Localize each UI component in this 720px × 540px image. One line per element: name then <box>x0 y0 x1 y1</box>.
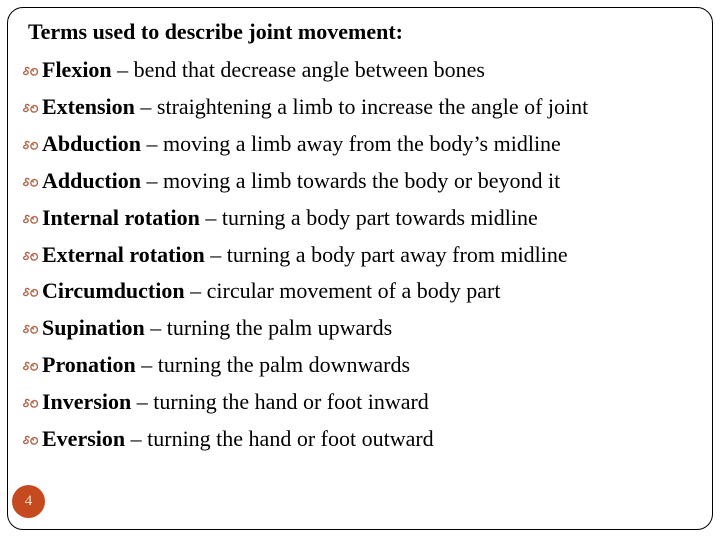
double-curl-bullet-icon <box>21 89 42 126</box>
separator: – <box>141 130 164 156</box>
slide-title: Terms used to describe joint movement: <box>28 19 403 44</box>
double-curl-bullet-icon <box>21 237 42 274</box>
term-definition: turning the palm downwards <box>157 352 411 378</box>
term-name: Flexion <box>42 57 112 82</box>
term-name: Pronation <box>42 352 136 378</box>
term-name: External rotation <box>42 241 205 267</box>
list-item: Extension – straightening a limb to incr… <box>21 89 708 126</box>
term-definition: moving a limb towards the body or beyond… <box>163 167 561 193</box>
separator: – <box>111 57 134 82</box>
term-name: Adduction <box>42 167 142 193</box>
double-curl-bullet-icon <box>21 126 42 163</box>
double-curl-bullet-icon <box>21 52 42 89</box>
term-name: Eversion <box>42 426 126 452</box>
separator: – <box>144 315 167 341</box>
double-curl-bullet-icon <box>21 273 42 310</box>
term-definition: turning a body part away from midline <box>226 241 568 267</box>
double-curl-bullet-icon <box>21 200 42 237</box>
separator: – <box>141 167 164 193</box>
list-item: Flexion – bend that decrease angle betwe… <box>21 52 708 89</box>
separator: – <box>131 389 154 415</box>
double-curl-bullet-icon <box>21 163 42 200</box>
list-item: Abduction – moving a limb away from the … <box>21 126 708 163</box>
separator: – <box>199 204 222 230</box>
term-definition: circular movement of a body part <box>206 278 501 304</box>
page-number: 4 <box>24 493 33 509</box>
double-curl-bullet-icon <box>21 310 42 347</box>
term-name: Supination <box>42 315 145 341</box>
separator: – <box>125 426 148 452</box>
double-curl-bullet-icon <box>21 421 42 458</box>
term-definition: turning the hand or foot outward <box>147 426 434 452</box>
term-definition: turning the palm upwards <box>166 315 393 341</box>
separator: – <box>134 93 157 119</box>
term-definition: straightening a limb to increase the ang… <box>156 93 589 119</box>
list-item: Adduction – moving a limb towards the bo… <box>21 163 708 200</box>
list-item: Internal rotation – turning a body part … <box>21 200 708 237</box>
term-name: Inversion <box>42 389 132 415</box>
term-definition: moving a limb away from the body’s midli… <box>163 130 561 156</box>
separator: – <box>184 278 207 304</box>
list-item: Circumduction – circular movement of a b… <box>21 273 708 310</box>
list-item: Supination – turning the palm upwards <box>21 310 708 347</box>
term-definition: turning the hand or foot inward <box>153 389 429 415</box>
separator: – <box>135 352 158 378</box>
page-number-badge: 4 <box>12 485 45 518</box>
list-item: Pronation – turning the palm downwards <box>21 347 708 384</box>
list-item: Eversion – turning the hand or foot outw… <box>21 421 708 458</box>
separator: – <box>204 241 227 267</box>
term-name: Extension <box>42 93 135 119</box>
term-name: Internal rotation <box>42 204 200 230</box>
term-name: Circumduction <box>42 278 185 304</box>
term-name: Abduction <box>42 130 142 156</box>
double-curl-bullet-icon <box>21 384 42 421</box>
double-curl-bullet-icon <box>21 347 42 384</box>
list-item: External rotation – turning a body part … <box>21 237 708 274</box>
term-definition: turning a body part towards midline <box>221 204 538 230</box>
terms-list: Flexion – bend that decrease angle betwe… <box>21 52 708 458</box>
term-definition: bend that decrease angle between bones <box>133 57 485 82</box>
list-item: Inversion – turning the hand or foot inw… <box>21 384 708 421</box>
